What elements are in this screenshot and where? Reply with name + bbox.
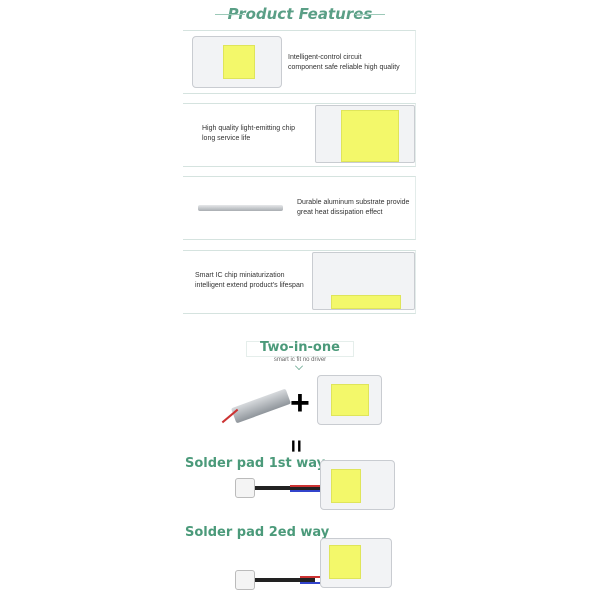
ic-chip-image — [312, 252, 415, 310]
two-in-one-subtitle: smart ic fit no driver — [273, 357, 327, 363]
led-chip-image — [317, 375, 382, 425]
solder-pad-1-label: Solder pad 1st way — [185, 456, 326, 471]
aluminum-substrate-image — [198, 205, 283, 211]
feature-panel-chip — [183, 103, 416, 167]
socket-icon — [235, 478, 255, 498]
socket-icon — [235, 570, 255, 590]
feature-panel-ic — [183, 250, 416, 314]
two-in-one-title: Two-in-one — [260, 340, 340, 355]
equals-sign: = — [283, 439, 309, 453]
chevron-down-icon — [295, 362, 303, 370]
divider — [215, 14, 245, 15]
led-chip-wiring-image — [320, 460, 395, 510]
led-chip-wiring-image — [320, 538, 392, 588]
feature-panel-substrate — [183, 176, 416, 240]
driver-image — [231, 388, 291, 424]
plus-sign: + — [290, 384, 310, 422]
page-title: Product Features — [227, 5, 373, 23]
led-chip-image — [192, 36, 282, 88]
divider — [355, 14, 385, 15]
led-chip-closeup-image — [315, 105, 415, 163]
solder-pad-2-label: Solder pad 2ed way — [185, 525, 330, 540]
feature-panel-circuit — [183, 30, 416, 94]
